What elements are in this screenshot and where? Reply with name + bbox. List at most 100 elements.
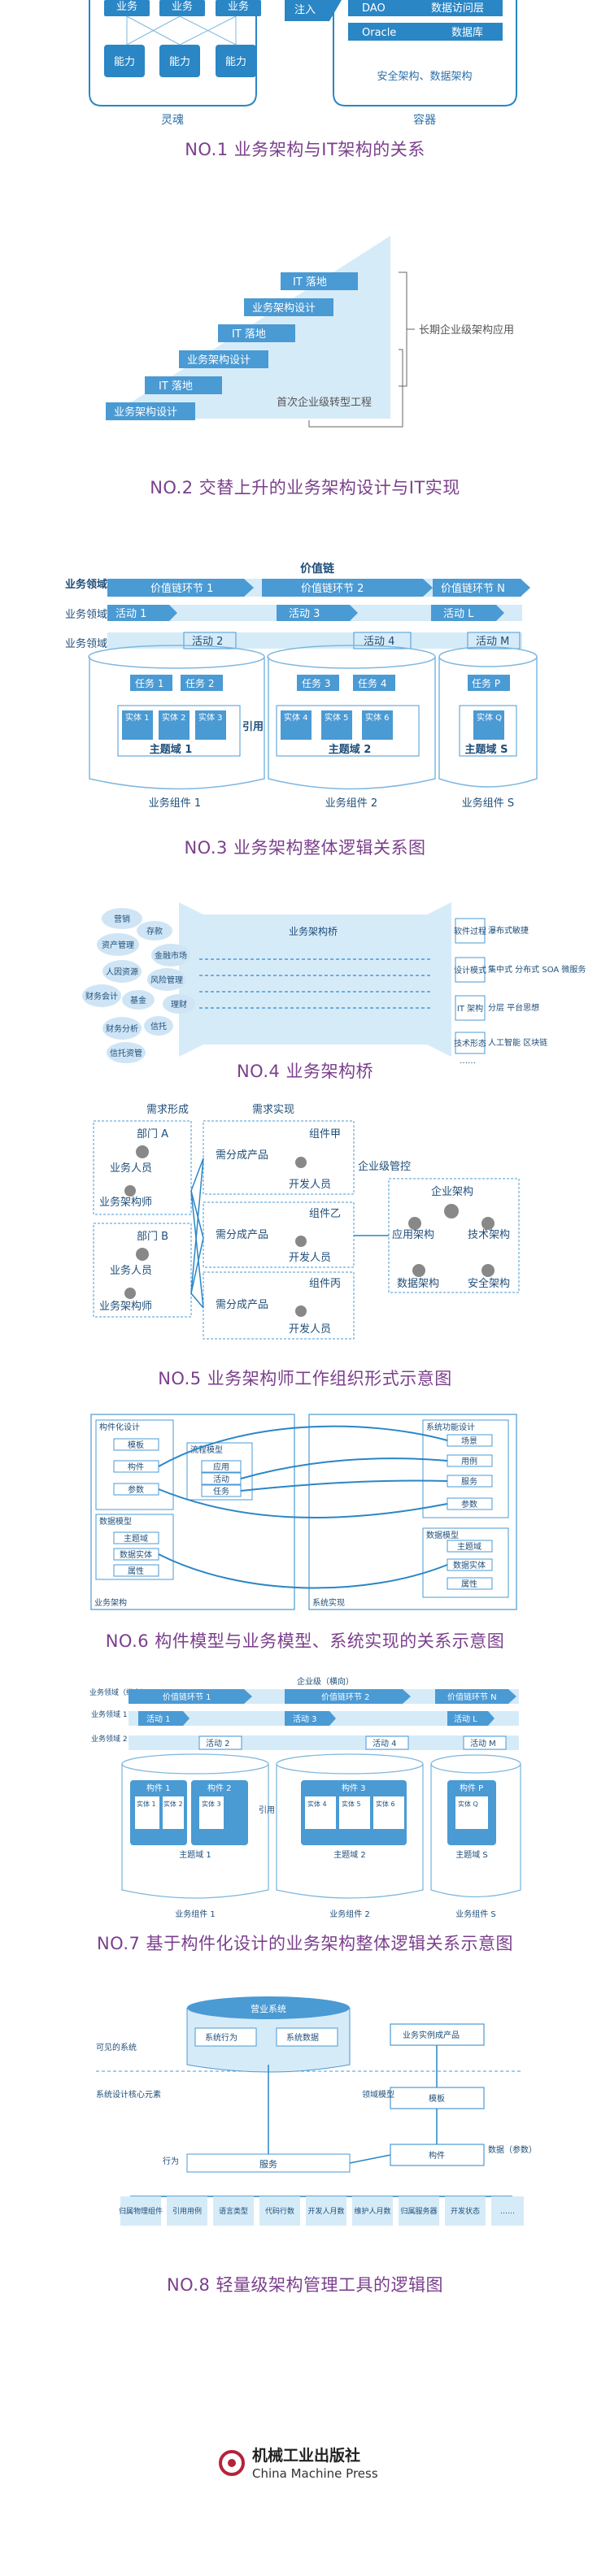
figure-7-caption: NO.7 基于构件化设计的业务架构整体逻辑关系示意图 [96,1934,514,1953]
fig3-row-label: 业务领域 [65,578,107,591]
fig4-bubble: 风险管理 [150,975,183,985]
fig5-dept-staff: 业务人员 [110,1264,152,1277]
fig7-component: 构件 2 [207,1783,232,1793]
fig4-right-note: 人工智能 区块链 [488,1037,547,1048]
fig3-component: 业务组件 1 [149,797,201,810]
fig4-bubble: 营销 [114,914,130,924]
fig4-bubble: 理财 [171,999,187,1010]
fig2-step: 业务架构设计 [114,406,177,419]
fig1-top-label: 业务 [172,0,193,13]
fig3-task: 任务 3 [302,677,330,689]
fig2-step: IT 落地 [293,276,327,289]
fig7-biz-component: 业务组件 2 [329,1909,370,1919]
fig5-ea-data: 数据架构 [397,1278,439,1290]
fig5-ea-tech: 技术架构 [468,1229,510,1241]
fig5-dept-architect: 业务架构师 [99,1300,152,1313]
fig3-entity: 实体 6 [365,712,390,723]
publisher-name-en: China Machine Press [252,2466,378,2481]
fig5-group: 组件乙 [309,1208,341,1220]
fig6-item: 数据实体 [453,1560,486,1570]
fig5-dept: 部门 B [137,1231,168,1243]
fig1-top-label: 业务 [228,0,249,13]
fig8-cyl-right: 系统数据 [286,2032,319,2043]
fig3-activity: 活动 4 [364,636,394,648]
fig3-entity: 实体 5 [325,712,349,723]
fig8-attr: 代码行数 [265,2206,294,2216]
fig5-mgmt: 企业级管控 [358,1160,411,1173]
figure-3-caption: NO.3 业务架构整体逻辑关系图 [184,838,426,858]
fig6-process-title: 流程模型 [190,1444,223,1455]
fig3-activity: 活动 2 [192,636,223,648]
fig2-step: 业务架构设计 [252,302,316,315]
figure-5-caption: NO.5 业务架构师工作组织形式示意图 [158,1369,452,1388]
fig6-item: 属性 [128,1566,144,1576]
fig8-attr: 维护人月数 [354,2206,390,2216]
fig6-left-footer: 业务架构 [94,1597,127,1608]
fig5-group-dev: 开发人员 [289,1178,331,1191]
fig4-bubble: 信托资管 [110,1048,142,1058]
fig3-task: 任务 2 [185,677,214,689]
fig7-domain: 主题域 S [455,1849,488,1860]
fig8-data-param: 数据（参数） [488,2144,537,2155]
fig8-right-mid-label: 领域模型 [362,2089,394,2100]
fig5-ea-app: 应用架构 [392,1228,434,1241]
fig3-activity: 活动 3 [289,608,320,620]
fig4-right-note: 分层 平台思想 [488,1002,539,1013]
fig6-system-title: 系统功能设计 [426,1422,475,1432]
fig7-link: 价值链环节 1 [163,1692,211,1702]
publisher-emblem-icon [219,2450,245,2476]
figure-8-caption: NO.8 轻量级架构管理工具的逻辑图 [166,2275,444,2295]
fig3-link: 价值链环节 1 [150,582,213,595]
fig7-entity: 实体 5 [342,1800,361,1808]
figure-6-caption: NO.6 构件模型与业务模型、系统实现的关系示意图 [105,1631,505,1651]
fig3-domain: 主题域 2 [329,743,372,756]
figure-6: 构件化设计 流程模型 数据模型 系统功能设计 数据模型 业务架构 系统实现 模板… [90,1414,517,1610]
fig4-right-box: 设计模式 [454,965,486,975]
fig6-item: 主题域 [457,1541,481,1552]
fig6-item: 属性 [461,1579,477,1589]
fig3-activity: 活动 L [443,608,474,620]
fig5-group-product: 需分成产品 [216,1299,268,1311]
fig4-bubble: 人因资源 [106,967,138,977]
fig7-header: 企业级（横向） [297,1676,354,1687]
publisher-logo: 机械工业出版社 China Machine Press [219,2446,378,2481]
fig2-step: IT 落地 [232,328,266,341]
fig1-right-subtitle: 安全架构、数据架构 [377,70,472,83]
fig1-capability: 能力 [114,56,135,68]
figure-2: 业务架构设计 IT 落地 业务架构设计 IT 落地 业务架构设计 IT 落地 长… [106,236,514,428]
fig8-attr: 引用用例 [172,2206,202,2216]
fig6-item: 模板 [128,1440,144,1450]
fig8-attr: 语言类型 [219,2206,248,2216]
fig2-brace-bottom: 首次企业级转型工程 [277,396,372,409]
fig6-right-footer: 系统实现 [312,1597,345,1608]
fig5-group-dev: 开发人员 [289,1323,331,1336]
fig7-entity: 实体 6 [376,1800,395,1808]
publisher-name-cn: 机械工业出版社 [252,2446,360,2465]
fig3-entity: 实体 Q [477,712,502,723]
fig7-link: 价值链环节 2 [321,1692,370,1702]
fig5-group-product: 需分成产品 [216,1149,268,1162]
fig7-entity: 实体 1 [137,1800,156,1808]
fig3-domain: 主题域 S [465,743,508,756]
figure-7: 企业级（横向） 业务领域（纵向） 业务领域 1 业务领域 2 价值链环节 1 价… [89,1676,521,1919]
fig1-row-left: DAO [362,2,386,15]
fig8-side-label: 系统设计核心元素 [96,2089,161,2100]
fig8-attr: 归属服务器 [400,2206,437,2216]
fig1-row-right: 数据库 [451,26,483,39]
fig6-item: 场景 [461,1436,477,1446]
fig6-item: 活动 [213,1475,229,1484]
fig7-activity: 活动 2 [206,1739,230,1748]
figure-2-caption: NO.2 交替上升的业务架构设计与IT实现 [150,478,460,497]
fig1-top-label: 业务 [116,0,137,13]
fig6-item: 主题域 [124,1533,148,1544]
fig1-capability: 能力 [169,56,190,68]
figure-5: 需求形成 需求实现 部门 A 业务人员 业务架构师 部门 B 业务人员 业务架构… [93,1104,520,1340]
fig7-row-label: 业务领域 2 [91,1734,128,1744]
fig7-biz-component: 业务组件 1 [175,1909,216,1919]
fig8-cyl-left: 系统行为 [205,2032,237,2043]
fig6-item: 用例 [461,1456,477,1466]
fig1-capability: 能力 [225,56,246,68]
fig2-step: 业务架构设计 [187,354,251,367]
fig3-entity: 实体 3 [198,712,223,723]
fig6-data-right-title: 数据模型 [426,1530,459,1540]
